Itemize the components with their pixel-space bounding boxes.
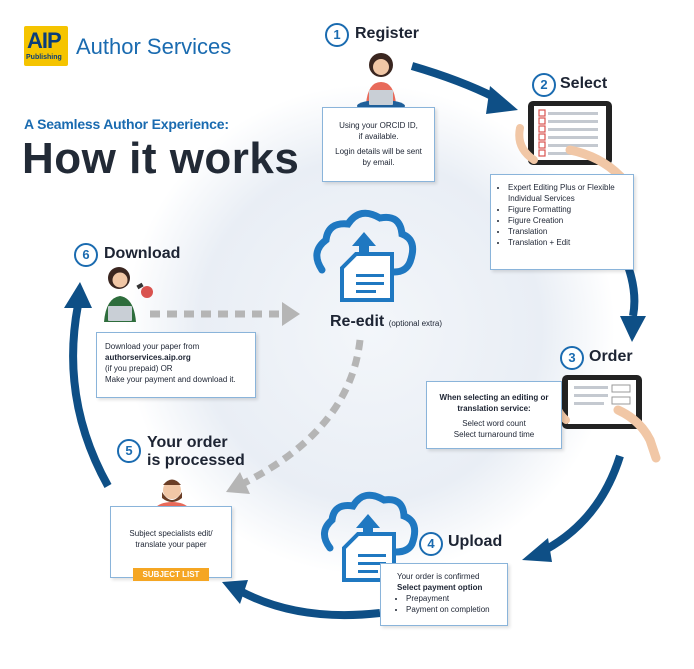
step-2-item: Figure Formatting bbox=[508, 204, 627, 215]
step-2-list: Expert Editing Plus or Flexible Individu… bbox=[499, 182, 627, 248]
step-2-number: 2 bbox=[532, 73, 556, 97]
dashed-arrow-reedit-to-processed bbox=[240, 339, 364, 488]
brand-name: Author Services bbox=[76, 34, 232, 59]
step-4-list: Prepayment Payment on completion bbox=[397, 593, 501, 615]
step-4-line: Your order is confirmed bbox=[397, 572, 480, 581]
step-6-title: Download bbox=[104, 245, 181, 262]
step-4-box: Your order is confirmed Select payment o… bbox=[380, 563, 508, 626]
arrow-order-to-upload bbox=[543, 454, 624, 554]
person-laptop-icon bbox=[104, 267, 153, 322]
step-6-number: 6 bbox=[74, 243, 98, 267]
step-1-box: Using your ORCID ID, if available. Login… bbox=[322, 107, 435, 182]
arrow-processed-to-download bbox=[69, 304, 112, 488]
reedit-note: (optional extra) bbox=[388, 319, 443, 328]
step-5-line: Subject specialists edit/ bbox=[129, 529, 213, 538]
person-laptop-icon bbox=[357, 53, 405, 112]
step-5-title: Your order is processed bbox=[147, 434, 245, 470]
step-4-item: Prepayment bbox=[406, 593, 501, 604]
dashed-arrowhead-reedit bbox=[282, 302, 300, 326]
step-3-line: Select word count bbox=[462, 419, 526, 428]
arrowhead-download bbox=[64, 282, 92, 308]
arrowhead-upload bbox=[522, 538, 552, 562]
step-4-payment-heading: Select payment option bbox=[397, 583, 483, 592]
subject-list-button[interactable]: SUBJECT LIST bbox=[133, 568, 209, 581]
step-1-title: Register bbox=[355, 25, 420, 42]
reedit-label-text: Re-edit bbox=[330, 313, 385, 330]
arrowhead-order bbox=[620, 316, 646, 342]
step-6-line: (if you prepaid) OR bbox=[105, 364, 173, 373]
step-1-line: by email. bbox=[362, 158, 395, 167]
step-5-line: translate your paper bbox=[135, 540, 207, 549]
step-4-item: Payment on completion bbox=[406, 604, 501, 615]
page-title: How it works bbox=[22, 134, 300, 183]
aip-logo-icon: AIP Publishing bbox=[24, 26, 68, 66]
step-3-heading: When selecting an editing or translation… bbox=[439, 393, 549, 413]
step-5-number: 5 bbox=[117, 439, 141, 463]
step-3-box: When selecting an editing or translation… bbox=[426, 381, 562, 449]
step-2-item: Figure Creation bbox=[508, 215, 627, 226]
step-4-number: 4 bbox=[419, 532, 443, 556]
arrowhead-select bbox=[486, 86, 518, 114]
step-2-item: Expert Editing Plus or Flexible Individu… bbox=[508, 182, 627, 204]
page-subtitle: A Seamless Author Experience: bbox=[24, 116, 229, 132]
arrow-upload-to-processed bbox=[240, 588, 381, 620]
step-6-box: Download your paper from authorservices.… bbox=[96, 332, 256, 398]
step-2-title: Select bbox=[560, 75, 608, 92]
step-2-item: Translation + Edit bbox=[508, 237, 627, 248]
step-2-item: Translation bbox=[508, 226, 627, 237]
step-5-title-line: Your order bbox=[147, 434, 228, 451]
reedit-label: Re-edit (optional extra) bbox=[330, 313, 442, 331]
step-5-title-line: is processed bbox=[147, 452, 245, 469]
step-6-line: Make your payment and download it. bbox=[105, 375, 236, 384]
reedit-cloud-icon bbox=[313, 209, 417, 302]
notification-icon bbox=[141, 286, 153, 298]
step-1-line: Login details will be sent bbox=[335, 147, 422, 156]
step-6-link[interactable]: authorservices.aip.org bbox=[105, 353, 191, 362]
step-4-title: Upload bbox=[448, 533, 503, 550]
logo-sub-text: Publishing bbox=[26, 54, 62, 61]
step-2-box: Expert Editing Plus or Flexible Individu… bbox=[490, 174, 634, 270]
arrowhead-processed bbox=[222, 580, 248, 604]
step-3-number: 3 bbox=[560, 346, 584, 370]
step-6-line: Download your paper from bbox=[105, 342, 200, 351]
step-1-line: Using your ORCID ID, bbox=[339, 121, 418, 130]
step-1-number: 1 bbox=[325, 23, 349, 47]
step-1-line: if available. bbox=[358, 132, 399, 141]
dashed-arrowhead-processed bbox=[226, 472, 250, 494]
logo-main-text: AIP bbox=[27, 28, 62, 53]
arrow-register-to-select bbox=[410, 62, 498, 102]
step-3-line: Select turnaround time bbox=[453, 430, 535, 439]
step-3-title: Order bbox=[589, 348, 633, 365]
